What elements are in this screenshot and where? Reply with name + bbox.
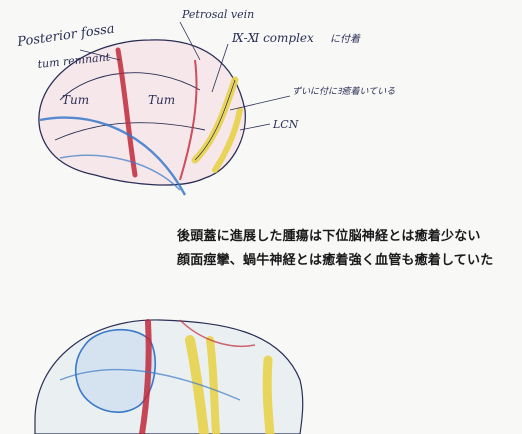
- note-line-2: 顔面痙攣、蝸牛神経とは癒着強く血管も癒着していた: [177, 249, 493, 268]
- label-complex: Ⅸ-Ⅺ complex: [231, 31, 314, 45]
- label-petrosal-vein: Petrosal vein: [181, 8, 254, 21]
- label-complex-note: に付着: [330, 33, 361, 45]
- note-line-1: 後頭蓋に進展した腫瘍は下位脳神経とは癒着少ない: [177, 225, 481, 244]
- label-tum-right: Tum: [148, 93, 175, 107]
- label-tum-left: Tum: [62, 93, 89, 107]
- label-lcn: LCN: [272, 118, 299, 131]
- label-posterior-fossa: Posterior fossa: [15, 21, 115, 50]
- label-adhesion-note: ずいに付にﾖ癒着いている: [292, 86, 395, 97]
